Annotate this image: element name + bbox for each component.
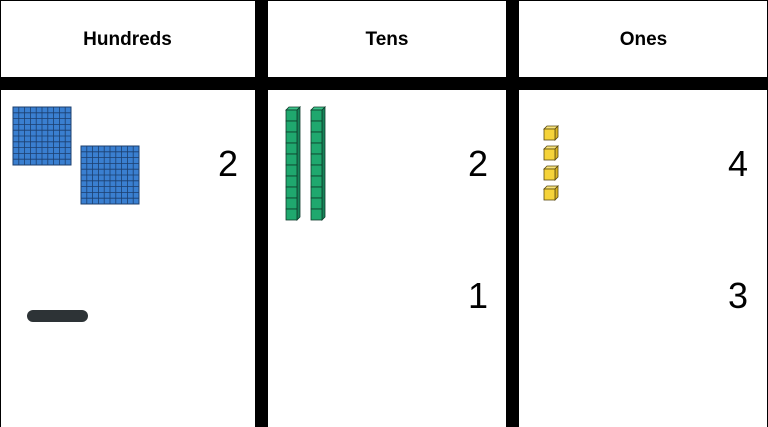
hundred-flat [80, 145, 140, 205]
divider-hundreds-tens [255, 0, 268, 427]
header-divider [0, 77, 768, 90]
hundreds-top-digit: 2 [217, 143, 238, 184]
one-cube [543, 145, 559, 161]
divider-tens-ones [506, 0, 519, 427]
header-hundreds: Hundreds [83, 29, 172, 50]
one-cube [543, 165, 559, 181]
minus-bar [27, 310, 88, 322]
one-cube [543, 125, 559, 141]
ones-bottom-digit: 3 [727, 275, 748, 316]
ten-rod [285, 106, 301, 221]
header-tens: Tens [365, 29, 409, 50]
header-ones: Ones [619, 29, 668, 50]
one-cube [543, 185, 559, 201]
ten-rod [310, 106, 326, 221]
ones-top-digit: 4 [727, 143, 748, 184]
tens-bottom-digit: 1 [467, 275, 488, 316]
tens-top-digit: 2 [467, 143, 488, 184]
hundred-flat [12, 106, 72, 166]
